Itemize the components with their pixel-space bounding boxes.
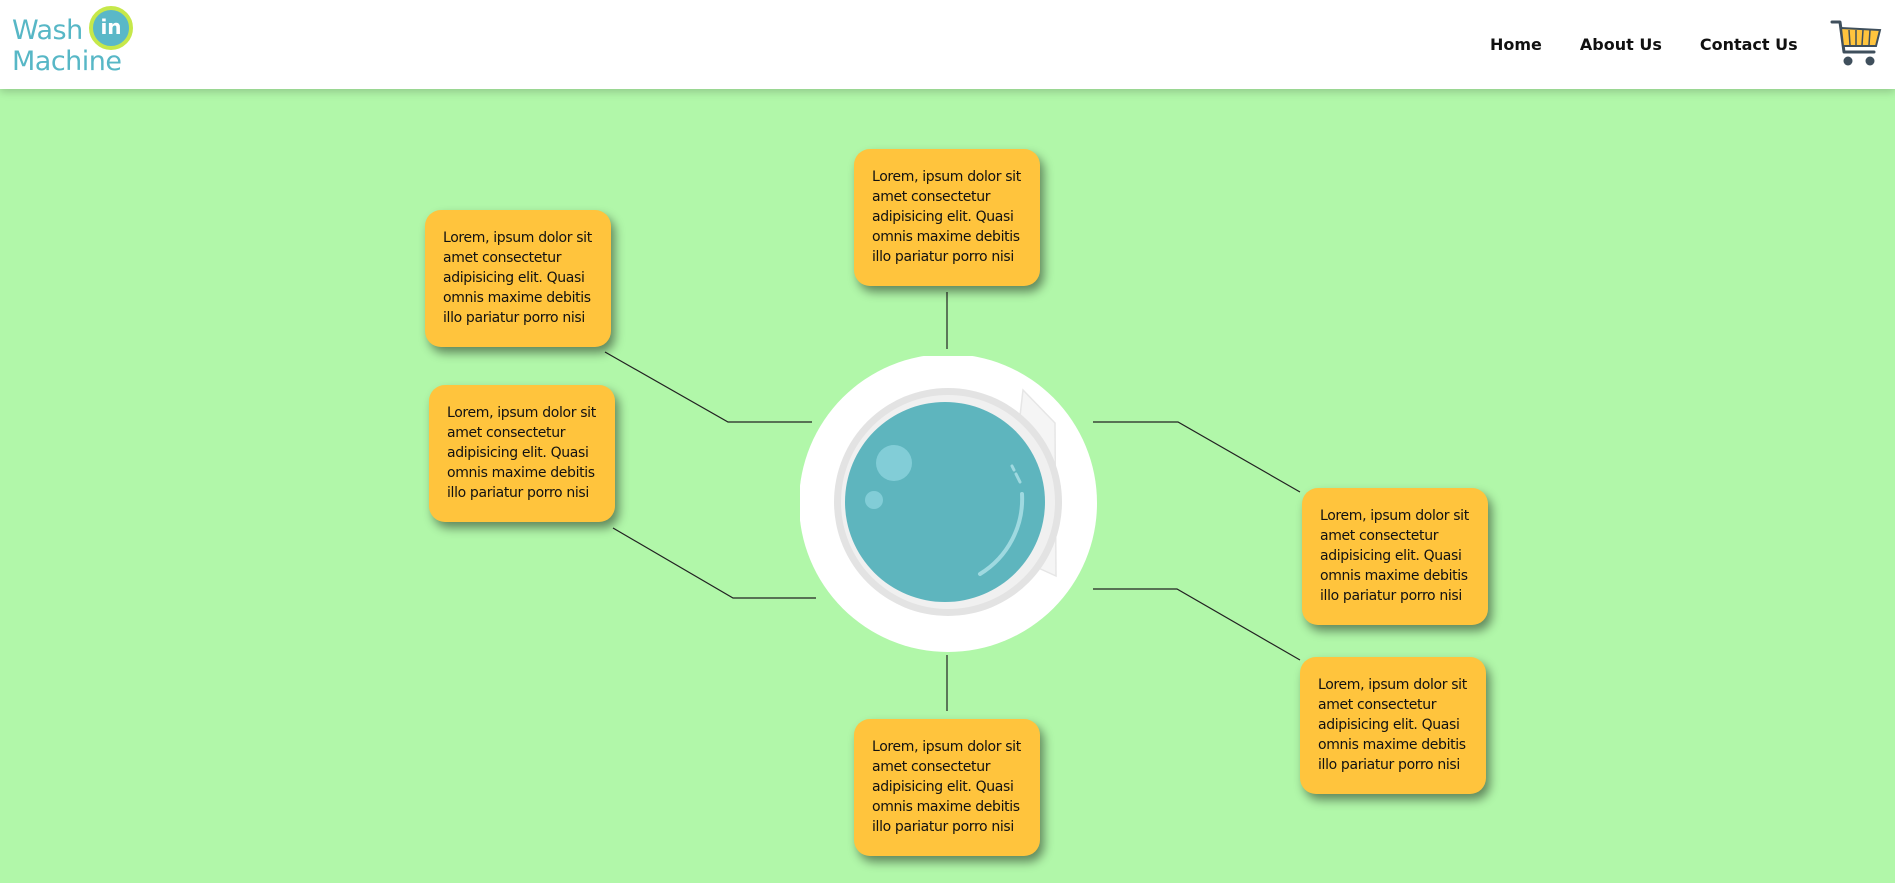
washing-machine-door-icon [800, 356, 1097, 652]
connector-line-upper-right [1093, 421, 1301, 493]
brand-name-line2: Machine [12, 46, 122, 77]
info-card-upper-right: Lorem, ipsum dolor sit amet consectetur … [1302, 488, 1488, 625]
nav-home-link[interactable]: Home [1490, 35, 1542, 54]
nav-contact-link[interactable]: Contact Us [1699, 35, 1798, 54]
brand-logo[interactable]: Wash Machine in [10, 4, 145, 76]
connector-line-top-left [604, 351, 812, 423]
site-header: Wash Machine in Home About Us Contact Us [0, 0, 1895, 89]
connector-line-mid-left [612, 527, 816, 599]
info-card-bottom: Lorem, ipsum dolor sit amet consectetur … [854, 719, 1040, 856]
info-card-top-left: Lorem, ipsum dolor sit amet consectetur … [425, 210, 611, 347]
nav-about-link[interactable]: About Us [1579, 35, 1662, 54]
brand-badge-icon: in [89, 6, 133, 50]
info-card-lower-right: Lorem, ipsum dolor sit amet consectetur … [1300, 657, 1486, 794]
brand-name-line1: Wash [12, 15, 83, 46]
main-nav: Home About Us Contact Us [1490, 0, 1836, 89]
info-card-top: Lorem, ipsum dolor sit amet consectetur … [854, 149, 1040, 286]
connector-line-lower-right [1093, 588, 1301, 661]
shopping-cart-icon[interactable] [1830, 18, 1882, 68]
info-card-mid-left: Lorem, ipsum dolor sit amet consectetur … [429, 385, 615, 522]
